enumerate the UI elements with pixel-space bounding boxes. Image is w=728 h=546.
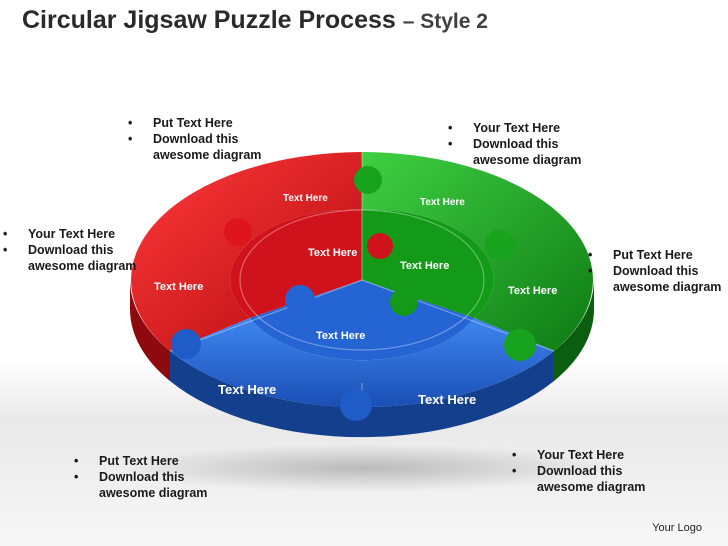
knob-green-top xyxy=(354,166,382,194)
green-side-wall xyxy=(554,280,594,381)
label-outer-green-right: Text Here xyxy=(508,285,557,297)
title-main: Circular Jigsaw Puzzle Process xyxy=(22,6,396,34)
knob-inner-blue xyxy=(285,285,315,315)
callout-left: Your Text Here Download this awesome dia… xyxy=(3,226,136,274)
label-inner-red: Text Here xyxy=(308,247,357,259)
callout-item: Put Text Here xyxy=(588,247,721,263)
callout-item: Your Text Here xyxy=(448,120,581,136)
blue-side-wall xyxy=(170,351,554,438)
red-side-wall xyxy=(130,280,170,381)
label-outer-red-left: Text Here xyxy=(154,281,203,293)
callout-item: Download this xyxy=(588,263,721,279)
callout-item: Download this xyxy=(3,242,136,258)
callout-item: Put Text Here xyxy=(74,453,207,469)
label-outer-blue-left: Text Here xyxy=(218,382,276,397)
inner-red-piece xyxy=(230,209,362,318)
knob-green-lower xyxy=(504,329,536,361)
label-inner-green: Text Here xyxy=(400,260,449,272)
knob-green-right xyxy=(485,230,515,260)
callout-bottom-right: Your Text Here Download this awesome dia… xyxy=(512,447,645,495)
callout-top-right: Your Text Here Download this awesome dia… xyxy=(448,120,581,168)
label-inner-blue: Text Here xyxy=(316,330,365,342)
callout-item: Your Text Here xyxy=(512,447,645,463)
callout-item: Put Text Here xyxy=(128,115,261,131)
callout-item: awesome diagram xyxy=(473,153,582,167)
callout-item: awesome diagram xyxy=(537,480,646,494)
callout-item: Download this xyxy=(74,469,207,485)
callout-item: awesome diagram xyxy=(99,486,208,500)
slide-title: Circular Jigsaw Puzzle Process – Style 2 xyxy=(22,6,488,35)
knob-blue-left xyxy=(171,329,201,359)
callout-item: Download this xyxy=(512,463,645,479)
callout-item: awesome diagram xyxy=(28,259,137,273)
logo-text: Your Logo xyxy=(652,522,702,534)
label-outer-blue-right: Text Here xyxy=(418,392,476,407)
knob-inner-red xyxy=(367,233,393,259)
callout-bottom-left: Put Text Here Download this awesome diag… xyxy=(74,453,207,501)
title-sub: – Style 2 xyxy=(402,10,488,33)
callout-item: awesome diagram xyxy=(153,148,262,162)
label-outer-red-top: Text Here xyxy=(283,193,328,204)
callout-right: Put Text Here Download this awesome diag… xyxy=(588,247,721,295)
outer-green-piece xyxy=(362,152,593,351)
callout-item: Download this xyxy=(448,136,581,152)
callout-item: Your Text Here xyxy=(3,226,136,242)
outer-blue-piece xyxy=(170,318,554,408)
callout-item: awesome diagram xyxy=(613,280,722,294)
inner-green-piece xyxy=(362,209,494,318)
callout-top-left: Put Text Here Download this awesome diag… xyxy=(128,115,261,163)
knob-red-left xyxy=(224,218,252,246)
knob-inner-green xyxy=(390,288,418,316)
knob-blue-bottom xyxy=(340,389,372,421)
label-outer-green-top: Text Here xyxy=(420,197,465,208)
floor-shadow xyxy=(112,444,612,492)
outer-red-piece xyxy=(131,152,362,351)
callout-item: Download this xyxy=(128,131,261,147)
